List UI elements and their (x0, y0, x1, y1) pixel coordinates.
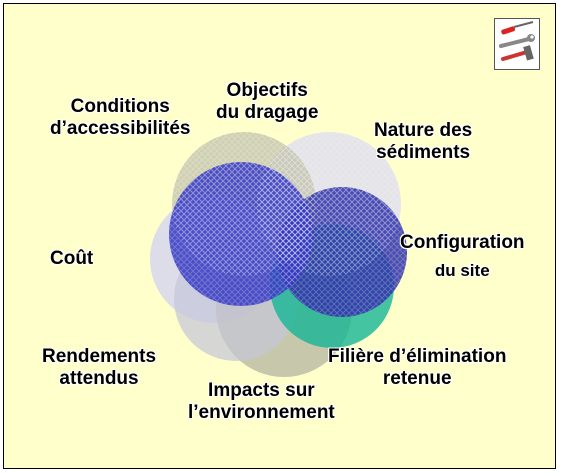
tools-icon (494, 18, 540, 70)
label-objectifs-line1: Objectifs (226, 80, 308, 101)
overlapping-circles-diagram (150, 132, 407, 377)
label-rendements: Rendements attendus (42, 346, 156, 390)
label-conditions: Conditions d’accessibilités (50, 96, 190, 140)
label-rendements-line2: attendus (59, 367, 139, 389)
label-filiere-line1: Filière d’élimination (328, 346, 507, 367)
label-configuration-line1: Configuration (400, 232, 525, 253)
label-cout-line1: Coût (50, 248, 94, 269)
label-conditions-line2: d’accessibilités (50, 117, 191, 139)
label-configuration: Configuration du site (400, 232, 525, 280)
texture-overlay (169, 132, 407, 317)
label-nature-line1: Nature des (374, 120, 473, 141)
label-objectifs-line2: du dragage (216, 101, 319, 123)
label-cout: Coût (50, 248, 93, 270)
label-nature: Nature des sédiments (374, 120, 472, 164)
label-impacts: Impacts sur l’environnement (188, 380, 335, 424)
label-filiere: Filière d’élimination retenue (328, 346, 506, 390)
label-impacts-line2: l’environnement (188, 401, 335, 423)
label-objectifs: Objectifs du dragage (216, 80, 318, 124)
label-configuration-line2: du site (434, 260, 490, 280)
slide: Conditions d’accessibilités Objectifs du… (3, 3, 556, 469)
label-conditions-line1: Conditions (70, 96, 170, 117)
label-nature-line2: sédiments (376, 141, 471, 163)
label-impacts-line1: Impacts sur (208, 380, 315, 401)
label-rendements-line1: Rendements (42, 346, 157, 367)
label-filiere-line2: retenue (382, 367, 452, 389)
